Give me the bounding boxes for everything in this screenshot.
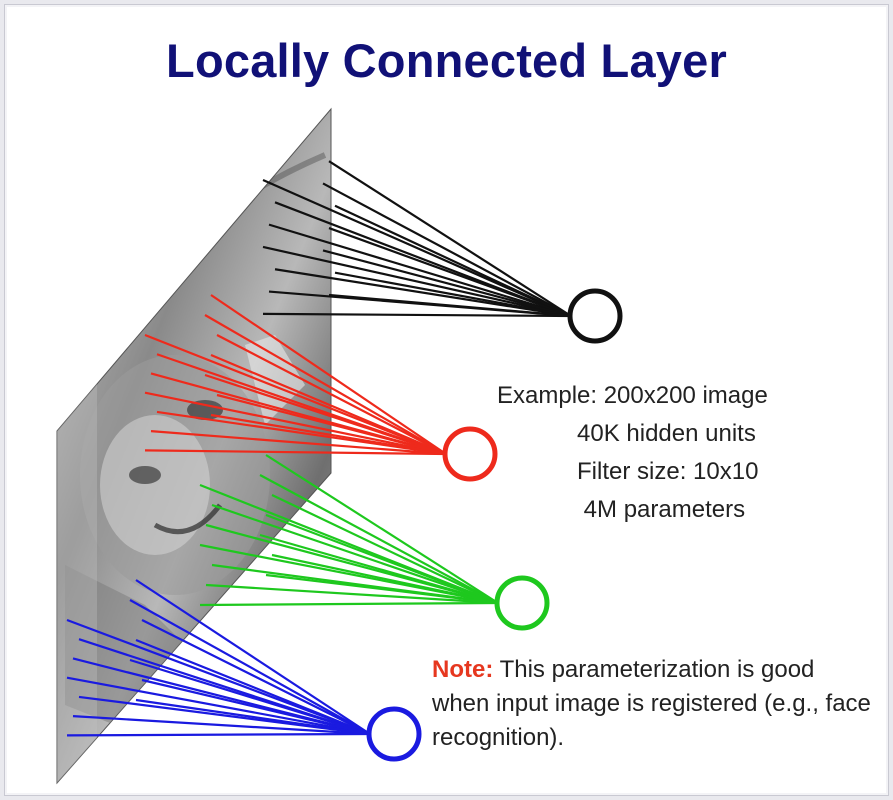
- example-line: Example: 200x200 image: [497, 382, 768, 409]
- connection-line: [205, 583, 499, 605]
- blue-unit-connections: [66, 579, 371, 737]
- connection-line: [211, 503, 499, 605]
- example-line: 40K hidden units: [497, 420, 756, 447]
- slide: Locally Connected Layer: [4, 4, 889, 796]
- connection-line: [144, 333, 447, 456]
- input-image-plane: [56, 107, 332, 785]
- connection-line: [204, 373, 447, 456]
- note-body: This parameterization is good when input…: [432, 656, 871, 751]
- connection-line: [150, 430, 447, 456]
- red-hidden-unit: [442, 426, 498, 482]
- connection-line: [135, 638, 371, 736]
- example-line: 4M parameters: [497, 496, 746, 523]
- blue-hidden-unit: [366, 706, 422, 762]
- red-unit-connections: [144, 294, 447, 456]
- connection-line: [135, 579, 371, 735]
- connection-line: [328, 227, 572, 318]
- connection-line: [66, 732, 371, 737]
- connection-line: [141, 678, 371, 736]
- slide-title: Locally Connected Layer: [166, 34, 727, 87]
- connection-line: [141, 619, 371, 735]
- connection-line: [262, 312, 572, 318]
- connection-line: [322, 249, 572, 318]
- locally-connected-diagram: [56, 107, 623, 785]
- black-unit-connections: [262, 160, 572, 318]
- connection-line: [265, 454, 499, 604]
- connection-line: [216, 334, 447, 455]
- connection-line: [210, 353, 447, 456]
- connection-line: [334, 204, 572, 317]
- connection-line: [265, 513, 499, 605]
- connection-line: [204, 314, 447, 455]
- connection-line: [334, 271, 572, 318]
- connection-line: [72, 715, 371, 736]
- connection-line: [66, 618, 371, 736]
- connection-line: [216, 393, 447, 456]
- green-hidden-unit: [494, 575, 550, 631]
- connection-line: [322, 182, 572, 317]
- connection-line: [144, 449, 447, 456]
- note-label: Note:: [432, 656, 494, 683]
- connection-line: [144, 391, 447, 456]
- example-line: Filter size: 10x10: [497, 458, 759, 485]
- connection-line: [328, 293, 572, 318]
- connection-line: [268, 223, 572, 318]
- connection-line: [135, 698, 371, 736]
- connection-line: [265, 573, 499, 605]
- example-text: Example: 200x200 image 40K hidden units …: [497, 377, 768, 529]
- connection-line: [66, 676, 371, 736]
- connection-line: [274, 268, 572, 318]
- connection-line: [129, 599, 371, 735]
- connection-line: [328, 160, 572, 317]
- black-hidden-unit: [567, 288, 623, 344]
- connection-line: [199, 601, 499, 607]
- connection-line: [129, 658, 371, 736]
- note-text: Note: This parameterization is good when…: [432, 653, 877, 755]
- connection-line: [262, 245, 572, 318]
- connection-line: [210, 294, 447, 455]
- connection-line: [210, 413, 447, 456]
- connection-line: [271, 494, 499, 604]
- green-unit-connections: [199, 454, 499, 607]
- connection-line: [259, 474, 499, 604]
- connection-line: [262, 178, 572, 318]
- connection-line: [271, 553, 499, 605]
- connection-line: [259, 533, 499, 605]
